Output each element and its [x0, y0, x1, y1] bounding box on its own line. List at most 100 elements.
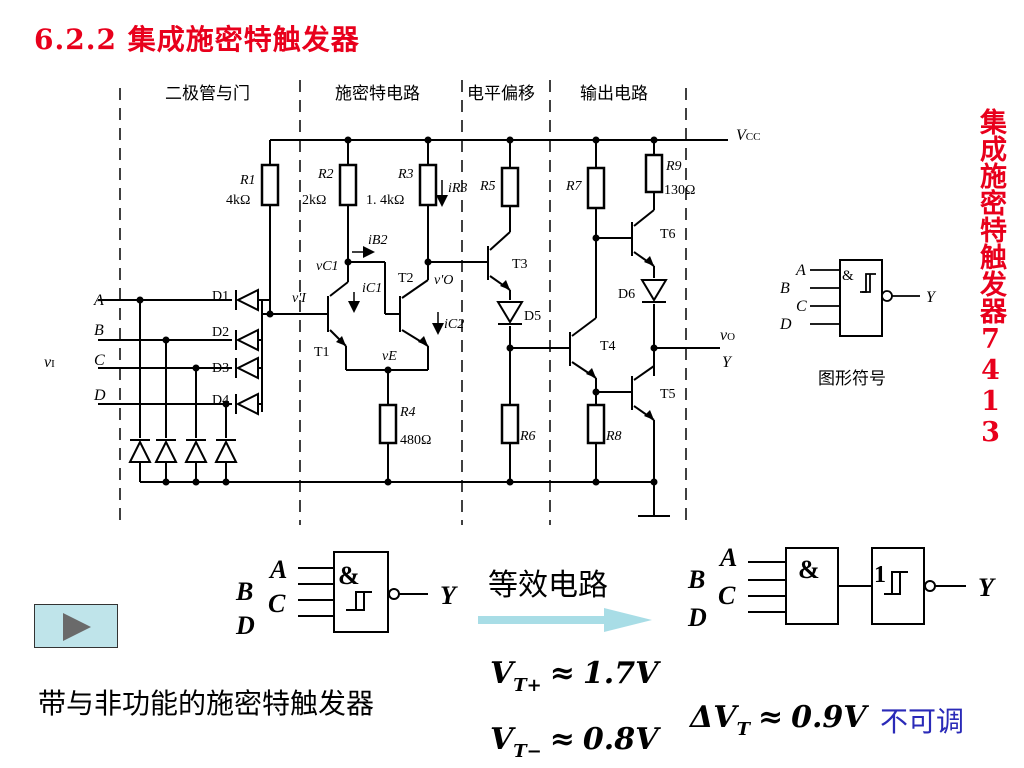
diode-label-d1: D1 [212, 289, 229, 304]
equiv-input-c: C [718, 581, 736, 610]
resistor-label-r8: R8 [605, 429, 622, 444]
delta-vt-name: ΔV [690, 700, 737, 735]
node-label-vi-prime: v'I [292, 291, 307, 306]
resistor-label-r3: R3 [397, 167, 414, 182]
current-arrows [348, 180, 448, 335]
level-diodes [496, 279, 668, 325]
equivalent-circuit-label: 等效电路 [488, 568, 608, 603]
equiv-output-y: Y [978, 573, 996, 602]
resistor-value-r9: 130Ω [664, 183, 695, 198]
symbol-input-c: C [796, 298, 807, 315]
transistor-label-t2: T2 [398, 271, 414, 286]
resistor-label-r4: R4 [399, 405, 416, 420]
symbol-output-y: Y [926, 289, 937, 306]
vt-minus-rel: ≈ [549, 722, 575, 757]
vt-minus-name: V [490, 722, 514, 757]
section-labels: 二极管与门 施密特电路 电平偏移 输出电路 [165, 84, 648, 104]
symbol-input-b: B [780, 280, 790, 297]
equivalence-arrow [478, 608, 652, 632]
resistor-r9 [644, 153, 664, 194]
node-label-vc1: vC1 [316, 259, 339, 274]
gate-and-label: & [338, 561, 360, 590]
vt-minus-value: 0.8V [582, 722, 659, 757]
component-labels: D1 D2 D3 D4 D5 D6 T1 T2 T3 T4 T5 T6 R1 R… [212, 159, 695, 448]
vt-plus-rel: ≈ [549, 656, 575, 691]
page-title: 6.2.2 集成施密特触发器 [34, 23, 360, 56]
transistor-label-t5: T5 [660, 387, 676, 402]
transistor-label-t1: T1 [314, 345, 330, 360]
play-icon [63, 613, 91, 641]
resistor-r5 [500, 166, 520, 208]
play-button[interactable] [34, 604, 118, 648]
vcc-label: VCC [736, 127, 760, 144]
schematic-labels: VCC vI vO Y A B C D [44, 127, 760, 404]
vi-label: vI [44, 354, 55, 371]
resistor-value-r2: 2kΩ [302, 193, 326, 208]
vt-plus-value: 1.7V [582, 656, 659, 691]
input-label-a: A [93, 292, 104, 309]
node-label-vo-prime: v'O [434, 273, 453, 288]
diode-label-d6: D6 [618, 287, 635, 302]
section-dividers [119, 80, 687, 525]
transistor-label-t4: T4 [600, 339, 616, 354]
resistor-label-r9: R9 [665, 159, 682, 174]
equiv-input-d: D [687, 603, 707, 632]
diode-label-d3: D3 [212, 361, 229, 376]
equivalent-circuit: & 1 A B C D Y [687, 543, 996, 632]
resistor-r7 [586, 166, 606, 210]
equiv-input-a: A [718, 543, 737, 572]
junction-dots [136, 136, 658, 486]
input-diodes [235, 288, 262, 416]
gate-output-y: Y [440, 581, 458, 610]
input-label-c: C [94, 352, 105, 369]
graphic-symbol: & A B C D Y 图形符号 [779, 259, 937, 389]
resistor-r3 [418, 163, 438, 207]
current-label-ic2: iC2 [444, 317, 464, 332]
resistor-r2 [338, 163, 358, 207]
resistor-value-r3: 1. 4kΩ [366, 193, 404, 208]
resistor-r4 [378, 403, 398, 445]
transistor-label-t3: T3 [512, 257, 528, 272]
diode-label-d4: D4 [212, 393, 229, 408]
caption-nand-schmitt: 带与非功能的施密特触发器 [38, 687, 375, 720]
resistor-value-r1: 4kΩ [226, 193, 250, 208]
resistor-label-r2: R2 [317, 167, 334, 182]
resistor-value-r4: 480Ω [400, 433, 431, 448]
y-output-label: Y [722, 354, 733, 371]
formula-vt-minus: VT−≈0.8V [490, 722, 659, 762]
node-label-ve: vE [382, 349, 397, 364]
formula-delta-vt: ΔVT ≈0.9V [690, 700, 867, 740]
delta-vt-rel: ≈ [757, 700, 784, 735]
symbol-input-d: D [779, 316, 792, 333]
resistor-r1 [260, 163, 280, 207]
not-adjustable-note: 不可调 [880, 705, 965, 738]
section-label-diode-and: 二极管与门 [165, 84, 250, 104]
transistor-label-t6: T6 [660, 227, 676, 242]
resistor-r6 [500, 403, 520, 445]
resistor-r8 [586, 403, 606, 445]
symbol-gate-label: & [842, 268, 854, 284]
resistors [260, 153, 664, 445]
symbol-input-a: A [795, 262, 806, 279]
gate-input-b: B [235, 577, 253, 606]
current-label-ib2: iB2 [368, 233, 387, 248]
equiv-input-b: B [687, 565, 705, 594]
delta-vt-sub: T [736, 719, 750, 740]
input-label-d: D [93, 387, 106, 404]
section-label-level-shift: 电平偏移 [467, 84, 535, 104]
emitter-arrows [336, 256, 654, 420]
nand-schmitt-symbol: & A B C D Y [235, 551, 458, 640]
gate-input-c: C [268, 589, 286, 618]
resistor-label-r7: R7 [565, 179, 583, 194]
vt-plus-name: V [490, 656, 514, 691]
diode-label-d2: D2 [212, 325, 229, 340]
section-label-schmitt: 施密特电路 [335, 84, 420, 104]
diode-label-d5: D5 [524, 309, 541, 324]
vt-plus-sub: T+ [513, 675, 542, 696]
delta-vt-value: 0.9V [791, 700, 867, 735]
current-label-ir3: iR3 [448, 181, 467, 196]
input-label-b: B [94, 322, 104, 339]
formula-vt-plus: VT+ ≈1.7V [490, 656, 659, 696]
resistor-label-r5: R5 [479, 179, 496, 194]
